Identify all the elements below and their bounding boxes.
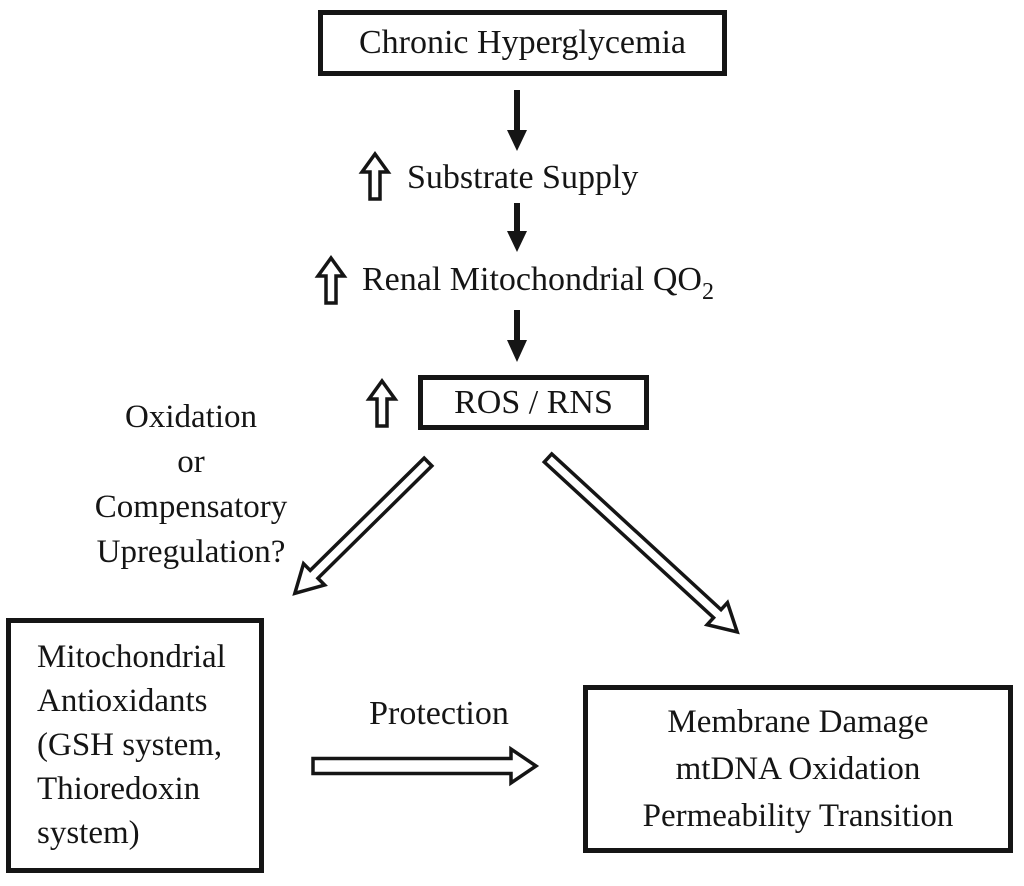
antioxidants-line: Mitochondrial (37, 639, 226, 675)
up-arrow-icon (358, 151, 392, 201)
antioxidants-line: system) (37, 815, 140, 851)
down-arrow-icon (507, 90, 527, 151)
ros-rns-label: ROS / RNS (454, 383, 613, 421)
diagonal-arrow-icon (292, 455, 435, 596)
damage-line: Permeability Transition (642, 797, 954, 834)
renal-label-subscript: 2 (701, 279, 714, 305)
down-arrow-icon (507, 203, 527, 252)
diagonal-arrow-icon (541, 451, 740, 635)
chronic-hyperglycemia-box: Chronic Hyperglycemia (318, 10, 727, 76)
substrate-supply-label: Substrate Supply (407, 159, 639, 196)
up-arrow-icon (365, 378, 399, 428)
protection-label: Protection (369, 695, 509, 732)
damage-line: mtDNA Oxidation (675, 750, 921, 787)
question-line: Compensatory (94, 489, 288, 525)
down-arrow-icon (507, 310, 527, 362)
oxidation-question-text: Oxidation or Compensatory Upregulation? (55, 395, 327, 575)
right-arrow-icon (311, 745, 540, 787)
renal-mitochondrial-qo2-label: Renal Mitochondrial QO2 (362, 261, 714, 305)
antioxidants-line: Antioxidants (37, 683, 208, 719)
damage-line: Membrane Damage (667, 703, 929, 740)
question-line: or (177, 444, 205, 480)
question-line: Oxidation (125, 399, 257, 435)
ros-rns-box: ROS / RNS (418, 375, 649, 430)
membrane-damage-box: Membrane Damage mtDNA Oxidation Permeabi… (583, 685, 1013, 853)
up-arrow-icon (314, 255, 348, 305)
renal-label-main: Renal Mitochondrial QO (362, 261, 702, 298)
chronic-hyperglycemia-label: Chronic Hyperglycemia (358, 24, 686, 61)
question-line: Upregulation? (96, 534, 286, 570)
antioxidants-line: Thioredoxin (37, 771, 201, 807)
antioxidants-line: (GSH system, (37, 727, 223, 763)
mitochondrial-antioxidants-box: Mitochondrial Antioxidants (GSH system, … (6, 618, 264, 873)
